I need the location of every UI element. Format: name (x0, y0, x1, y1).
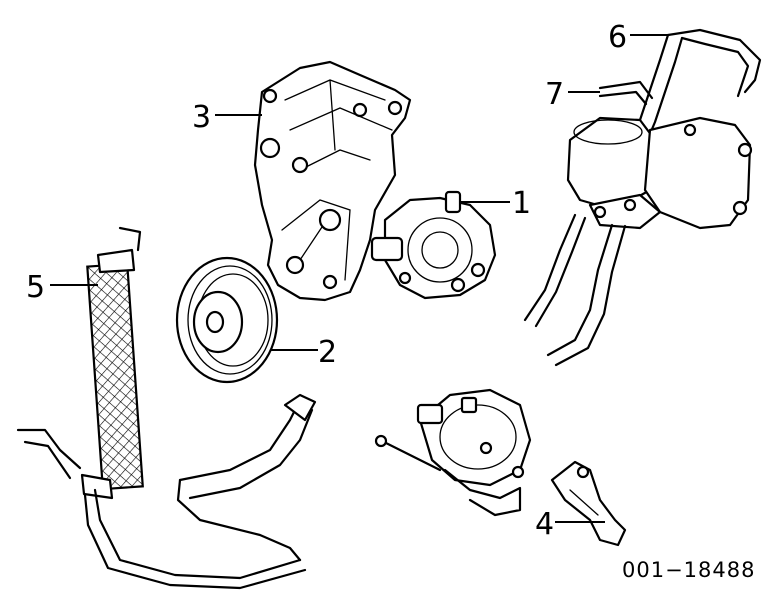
callout-6: 6 (608, 20, 627, 55)
callout-2: 2 (318, 335, 337, 370)
lower-pump-assembly (374, 388, 532, 517)
bracket-part-4 (550, 460, 627, 547)
power-steering-pump-part-1 (370, 190, 497, 300)
callout-5: 5 (26, 270, 45, 305)
mounting-bracket-part-3 (253, 60, 412, 302)
callout-7: 7 (545, 77, 564, 112)
leader-lines (50, 34, 668, 523)
pump-pulley-part-2 (175, 256, 279, 384)
diagram-part-number: 001−18488 (622, 558, 755, 582)
callout-3: 3 (192, 100, 211, 135)
callout-4: 4 (535, 507, 554, 542)
oil-cooler-part-5 (16, 226, 317, 590)
reservoir-assembly-part-6-7 (523, 28, 762, 367)
callout-1: 1 (512, 186, 531, 221)
